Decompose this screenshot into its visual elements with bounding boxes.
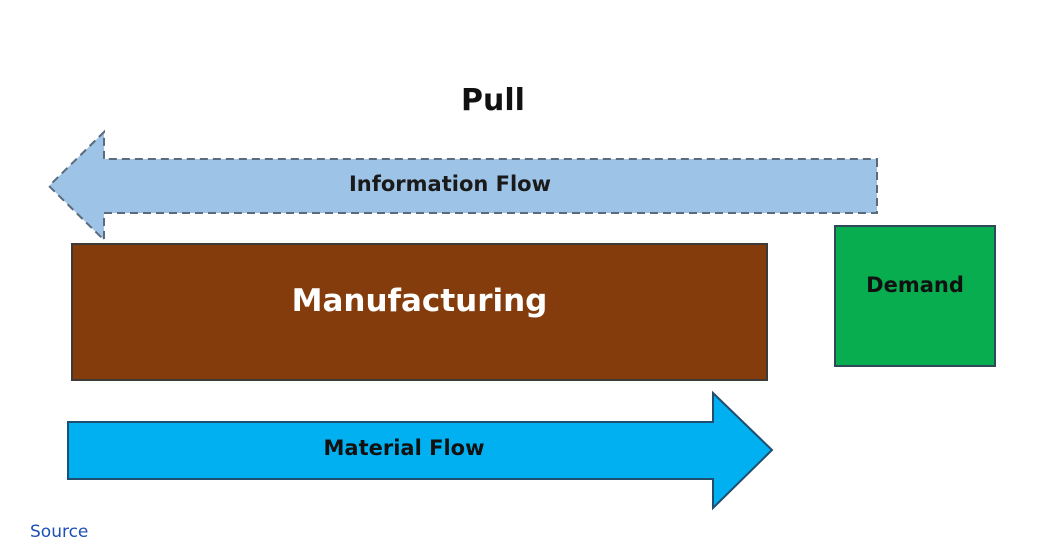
demand-label: Demand [866, 273, 964, 297]
manufacturing-label: Manufacturing [291, 283, 548, 319]
demand-box [834, 225, 996, 367]
diagram-title: Pull [461, 83, 525, 118]
information-flow-label: Information Flow [348, 172, 552, 196]
source-link[interactable]: Source [30, 522, 89, 542]
manufacturing-box [71, 243, 768, 381]
material-flow-arrow [67, 390, 774, 511]
information-flow-arrow [47, 129, 878, 243]
material-flow-label: Material Flow [323, 436, 485, 460]
